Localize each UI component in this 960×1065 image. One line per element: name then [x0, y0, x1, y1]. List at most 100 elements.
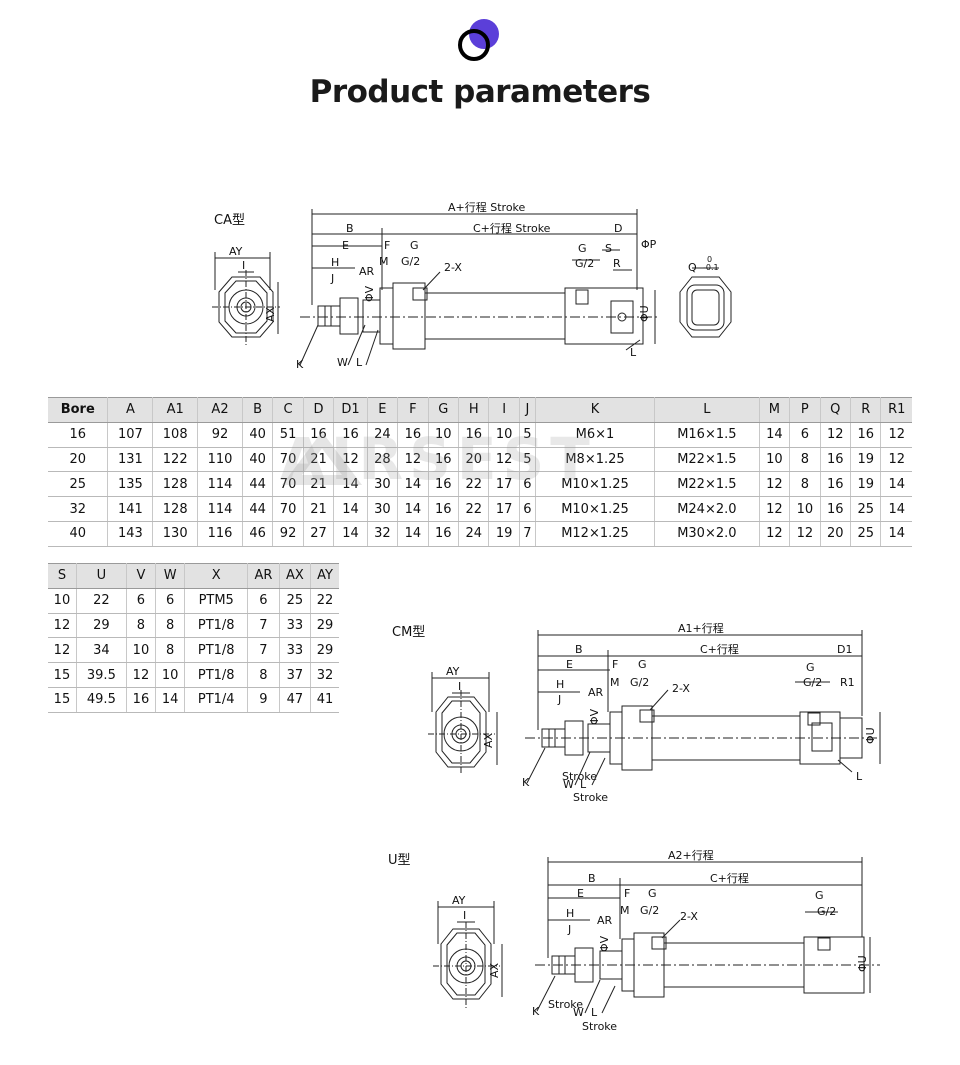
table-cell: 21 [303, 496, 335, 522]
column-header: K [535, 397, 656, 423]
column-header: R [850, 397, 882, 423]
table-cell: 25 [48, 471, 109, 498]
watermark-logo-icon [282, 431, 362, 485]
dim-p: ΦP [641, 238, 657, 251]
column-header: Q [820, 397, 852, 423]
table-cell: 12 [880, 447, 912, 473]
column-header: A1 [152, 397, 199, 423]
dim-b: B [588, 872, 596, 885]
dim-k: K [532, 1005, 540, 1018]
table-cell: 12 [759, 521, 791, 547]
table-cell: 108 [152, 422, 199, 448]
table-cell: 12 [759, 496, 791, 522]
table-cell: M22×1.5 [654, 447, 760, 473]
table-cell: 32 [310, 662, 339, 688]
table-cell: 49.5 [76, 687, 127, 713]
table-cell: 5 [519, 447, 536, 473]
table-cell: 130 [152, 521, 199, 547]
table-cell: 122 [152, 447, 199, 473]
table-cell: 22 [458, 496, 490, 522]
table-cell: PTM5 [184, 588, 249, 614]
dim-w: W [563, 778, 574, 791]
ca-type-label: CA型 [214, 213, 245, 228]
dim-g-right: G [815, 889, 824, 902]
column-header: X [184, 563, 249, 589]
table-cell: 16 [303, 422, 335, 448]
table-cell: 114 [197, 471, 243, 498]
table-cell: 16 [333, 422, 368, 448]
dim-u: ΦU [638, 305, 651, 322]
column-header: AR [247, 563, 280, 589]
dim-w: W [573, 1006, 584, 1019]
column-header: S [48, 563, 77, 589]
table-cell: PT1/8 [184, 637, 249, 664]
table-cell: 16 [126, 687, 157, 713]
dim-g2: G/2 [640, 904, 659, 917]
dim-l: L [580, 778, 587, 791]
dim-ar: AR [359, 265, 375, 278]
table-cell: 12 [333, 447, 368, 473]
dim-f: F [624, 887, 630, 900]
dim-g: G [648, 887, 657, 900]
dim-a-stroke: A+行程 Stroke [448, 201, 526, 214]
table-cell: 12 [880, 422, 912, 448]
dim-a1-stroke: A1+行程 [678, 622, 724, 635]
table-cell: M8×1.25 [535, 447, 656, 473]
table-cell: 20 [48, 447, 109, 473]
table-cell: 14 [397, 496, 429, 522]
dim-g2-right: G/2 [817, 905, 836, 918]
dim-g-right: G [578, 242, 587, 255]
dim-j: J [330, 272, 334, 285]
table-cell: PT1/4 [184, 687, 249, 713]
table-cell: PT1/8 [184, 613, 249, 639]
table-cell: M30×2.0 [654, 521, 760, 547]
table-cell: 70 [272, 471, 304, 498]
table-cell: 40 [48, 521, 109, 547]
table-cell: 14 [155, 687, 186, 713]
table-cell: 16 [820, 496, 852, 522]
dim-h: H [331, 256, 339, 269]
table-cell: 30 [367, 496, 399, 522]
table-cell: 37 [279, 662, 312, 688]
dim-l-right: L [856, 770, 863, 783]
table-cell: 8 [789, 447, 821, 473]
table-cell: 16 [850, 422, 882, 448]
dim-b: B [575, 643, 583, 656]
dim-k: K [522, 776, 530, 789]
table-cell: 40 [242, 447, 274, 473]
table-cell: 21 [303, 447, 335, 473]
table-cell: 17 [488, 496, 520, 522]
dim-r: R [613, 257, 621, 270]
table-cell: PT1/8 [184, 662, 249, 688]
table-cell: 7 [519, 521, 536, 547]
table-cell: 6 [789, 422, 821, 448]
column-header: J [519, 397, 536, 423]
table-cell: 20 [820, 521, 852, 547]
table-cell: 32 [48, 496, 109, 522]
table-cell: 10 [759, 447, 791, 473]
dim-c-stroke: C+行程 Stroke [473, 222, 551, 235]
table-cell: 7 [247, 613, 280, 639]
table-cell: 44 [242, 496, 274, 522]
table-cell: 92 [197, 422, 243, 448]
table-cell: 25 [850, 496, 882, 522]
table-cell: 14 [880, 471, 912, 498]
table-cell: 9 [247, 687, 280, 713]
table-cell: 47 [279, 687, 312, 713]
column-header: D1 [333, 397, 368, 423]
table-cell: 141 [107, 496, 154, 522]
column-header: AY [310, 563, 339, 589]
table-cell: 110 [197, 447, 243, 473]
table-cell: 16 [397, 422, 429, 448]
stroke-note-1: Stroke [562, 770, 597, 783]
table-cell: 6 [247, 588, 280, 614]
dim-q-tol-lower: -0.1 [703, 263, 719, 272]
table-cell: 19 [488, 521, 520, 547]
dim-e: E [342, 239, 349, 252]
